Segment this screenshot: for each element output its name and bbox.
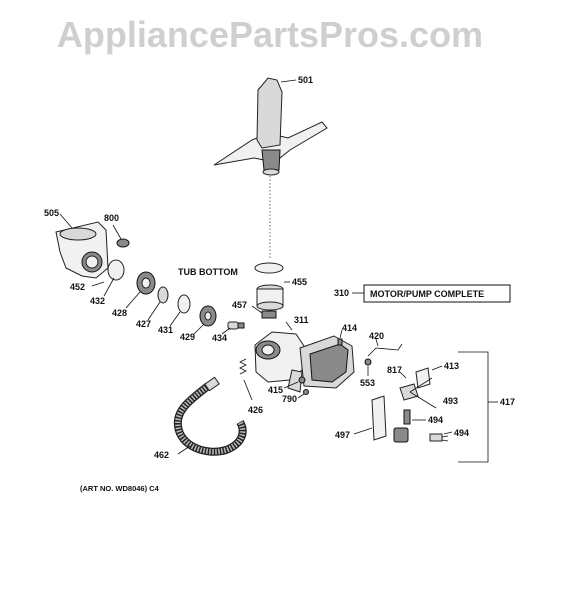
callout-501: 501 xyxy=(298,75,313,85)
disc-part-427 xyxy=(157,286,169,304)
clamp-part-800 xyxy=(116,238,130,248)
callout-417: 415 xyxy=(268,385,283,395)
leader-420 xyxy=(375,338,379,347)
leader-494 xyxy=(443,431,453,435)
callout-426: 494 xyxy=(428,415,443,425)
leader-414 xyxy=(339,329,343,339)
leader-462 xyxy=(177,445,191,455)
leader-311 xyxy=(285,321,293,331)
leader-413 xyxy=(431,365,443,371)
callout-415: 790 xyxy=(282,394,297,404)
callout-553: 493 xyxy=(443,396,458,406)
watermark-text: AppliancePartsPros.com xyxy=(57,14,483,55)
callout-505: 505 xyxy=(44,208,59,218)
callout-418: 817 xyxy=(387,365,402,375)
leader-417 xyxy=(283,381,299,389)
part-426 xyxy=(403,409,411,425)
callout-462: 462 xyxy=(154,450,169,460)
leader-434 xyxy=(221,327,231,335)
callout-310: 310 xyxy=(334,288,349,298)
leader-501 xyxy=(280,79,297,83)
callout-431: 431 xyxy=(158,325,173,335)
callout-429: 429 xyxy=(180,332,195,342)
callout-311: 311 xyxy=(294,315,309,325)
callout-434: 434 xyxy=(212,333,227,343)
spring-part-790 xyxy=(239,358,247,375)
callout-414: 414 xyxy=(342,323,357,333)
motor-pump-complete-box xyxy=(363,284,511,303)
leader-429 xyxy=(193,323,205,335)
ring-part-431 xyxy=(177,294,191,314)
leader-428 xyxy=(125,291,141,309)
impeller-part-429 xyxy=(199,305,217,327)
leader-431 xyxy=(169,311,181,327)
rod-part-420 xyxy=(367,343,403,357)
callout-428: 428 xyxy=(112,308,127,318)
bracket-part-497 xyxy=(371,395,387,441)
tub-bottom-ring xyxy=(254,262,284,274)
pump-motor-assembly-part xyxy=(254,331,355,393)
leader-457 xyxy=(251,305,263,314)
connector-part-494 xyxy=(429,433,449,442)
callout-457: 457 xyxy=(232,300,247,310)
part-417 xyxy=(298,376,306,384)
callout-420: 420 xyxy=(369,331,384,341)
hose-part-462 xyxy=(173,376,247,456)
callout-497: 497 xyxy=(335,430,350,440)
leader-497 xyxy=(353,427,373,435)
valve-part xyxy=(393,427,409,443)
callout-427: 427 xyxy=(136,319,151,329)
switch-part-553 xyxy=(399,383,419,401)
housing-part xyxy=(55,221,109,279)
callout-493: 417 xyxy=(500,397,515,407)
spray-arm-part xyxy=(213,77,328,176)
callout-494: 494 xyxy=(454,428,469,438)
leader-432 xyxy=(103,277,115,297)
bracket-493 xyxy=(458,351,489,463)
callout-455: 455 xyxy=(292,277,307,287)
part-817 xyxy=(364,358,372,366)
tube-part-455 xyxy=(256,284,284,311)
seal-part-434 xyxy=(227,321,245,330)
leader-800 xyxy=(112,224,122,240)
leader-418 xyxy=(399,371,407,379)
callout-452: 452 xyxy=(70,282,85,292)
clamp-part-432 xyxy=(107,259,125,281)
leader-452 xyxy=(91,281,105,287)
bracket-part-413 xyxy=(415,367,431,389)
leader-427 xyxy=(147,301,161,321)
callout-800: 800 xyxy=(104,213,119,223)
part-415 xyxy=(303,389,309,395)
leader-505 xyxy=(59,213,73,229)
callout-790: 426 xyxy=(248,405,263,415)
callout-432: 432 xyxy=(90,296,105,306)
chopper-part-428 xyxy=(136,271,156,295)
leader-553 xyxy=(409,377,437,409)
callout-413: 413 xyxy=(444,361,459,371)
leader-790 xyxy=(243,379,253,401)
gasket-part-457 xyxy=(261,310,277,319)
motor-pump-complete-label: MOTOR/PUMP COMPLETE xyxy=(370,289,484,299)
screw-part-414 xyxy=(337,338,343,346)
tub-bottom-label: TUB BOTTOM xyxy=(178,267,238,277)
art-number: (ART NO. WD8046) C4 xyxy=(80,484,160,493)
callout-817: 553 xyxy=(360,378,375,388)
leader-415 xyxy=(297,393,305,399)
